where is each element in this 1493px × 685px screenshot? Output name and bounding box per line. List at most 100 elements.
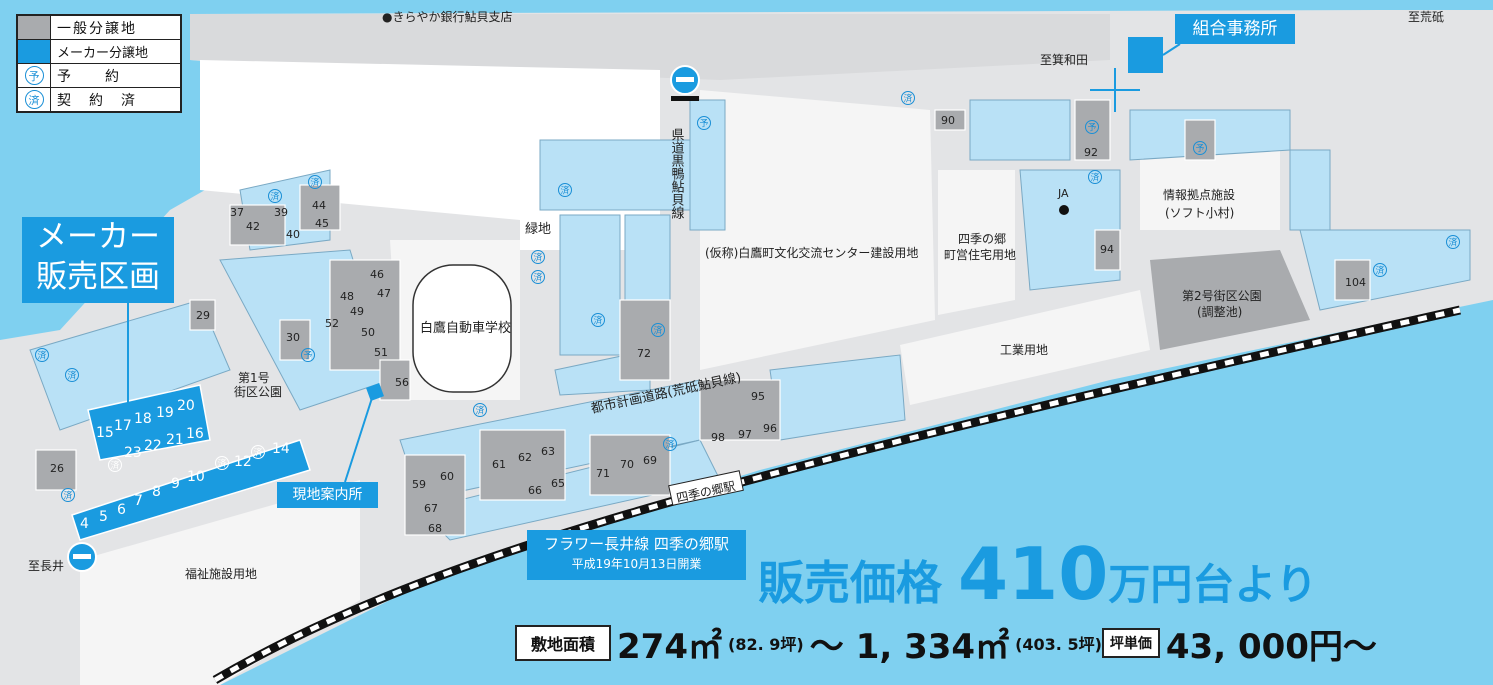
station-opening-date: 平成19年10月13日開業	[571, 557, 702, 571]
sold-mark: 済	[531, 270, 545, 284]
station-tag: フラワー長井線 四季の郷駅 平成19年10月13日開業	[527, 530, 746, 580]
sold-mark-glyph: 済	[654, 325, 663, 337]
reserved-icon: 予	[24, 66, 44, 85]
sold-mark-glyph: 済	[218, 458, 227, 470]
price-prefix: 販売価格	[758, 556, 942, 610]
office-marker	[1128, 37, 1163, 73]
label-welfare: 福祉施設用地	[185, 566, 257, 581]
label-park1-2: 街区公園	[234, 385, 282, 399]
lot-92: 92	[1084, 146, 1098, 159]
label-info-1: 情報拠点施設	[1163, 187, 1235, 202]
reserved-mark: 予	[1193, 141, 1207, 155]
lot-30: 30	[286, 331, 300, 344]
lot-46: 46	[370, 268, 384, 281]
reserved-mark-glyph: 予	[1196, 144, 1205, 155]
lot-104: 104	[1345, 276, 1366, 289]
sold-mark: 済	[558, 183, 572, 197]
unit-price-value: 43, 000円〜	[1165, 626, 1377, 667]
sold-mark-glyph: 済	[904, 93, 913, 105]
general-lots	[35, 99, 1371, 536]
label-park1-1: 第1号	[238, 371, 270, 385]
lot-70: 70	[620, 458, 634, 471]
sold-mark: 済	[108, 458, 122, 472]
sold-mark: 済	[591, 313, 605, 327]
culture-center-land	[700, 90, 935, 370]
guide-office-tag: 現地案内所	[277, 482, 378, 508]
lot-98: 98	[711, 431, 725, 444]
lot-15: 15	[96, 425, 114, 441]
lot-14: 14	[272, 441, 290, 457]
sold-swatch: 済	[18, 88, 51, 111]
lot-59: 59	[412, 478, 426, 491]
lot-62: 62	[518, 451, 532, 464]
maker-area-callout: メーカー 販売区画	[22, 217, 174, 303]
no-entry-sign-top	[670, 65, 700, 101]
sold-mark: 済	[473, 403, 487, 417]
lot-17: 17	[114, 418, 132, 434]
lot-50: 50	[361, 326, 375, 339]
housing-land	[938, 170, 1015, 315]
sold-mark: 済	[65, 368, 79, 382]
general-lot-swatch	[18, 16, 51, 39]
cross-arrow	[1090, 68, 1140, 112]
top-road	[190, 14, 1110, 80]
sold-mark-glyph: 済	[68, 370, 77, 382]
lot-40: 40	[286, 228, 300, 241]
lot-49: 49	[350, 305, 364, 318]
label-driving-school: 白鷹自動車学校	[420, 320, 511, 336]
sold-mark: 済	[901, 91, 915, 105]
lot-22: 22	[144, 438, 162, 454]
maker-area-line2: 販売区画	[36, 259, 160, 295]
sold-mark: 済	[35, 348, 49, 362]
lot-8: 8	[152, 484, 161, 500]
label-bank: ●きらやか銀行鮎貝支店	[382, 10, 512, 24]
status-marks: 済 済 済 済 済 済 済 済 済 済 済 済 済 済 済 済 済 済 済 予 …	[35, 91, 1460, 502]
legend-label-general: 一般分譲地	[57, 20, 137, 37]
lot-6: 6	[117, 502, 126, 518]
lot-47: 47	[377, 287, 391, 300]
lot-61: 61	[492, 458, 506, 471]
lot-12: 12	[234, 454, 252, 470]
label-industrial: 工業用地	[1000, 343, 1048, 357]
label-prefectural-road: 県道黒鴨鮎貝線	[669, 128, 685, 219]
label-green: 緑地	[525, 222, 551, 237]
reserved-mark-glyph: 予	[1088, 123, 1097, 134]
info-facility-land	[1140, 150, 1280, 230]
lot-16: 16	[186, 426, 204, 442]
lot-area-max: 1, 334㎡	[855, 626, 1010, 667]
legend-row-sold: 済 契 約 済	[18, 88, 180, 111]
lot-19: 19	[156, 405, 174, 421]
lot-37: 37	[230, 206, 244, 219]
park2-land	[1150, 250, 1310, 350]
label-info-2: (ソフト小村)	[1165, 206, 1234, 220]
lot-4: 4	[80, 516, 89, 532]
label-to-arato: 至荒砥	[1408, 10, 1444, 24]
reserved-mark-glyph: 予	[304, 351, 313, 362]
sold-icon: 済	[24, 90, 44, 109]
lot-94: 94	[1100, 243, 1114, 256]
sold-mark-glyph: 済	[311, 177, 320, 189]
lot-26: 26	[50, 462, 64, 475]
lot-66: 66	[528, 484, 542, 497]
sold-mark: 済	[251, 445, 265, 459]
lot-area-min-tsubo: (82. 9坪)	[728, 635, 804, 654]
lot-56: 56	[395, 376, 409, 389]
driving-school-track	[412, 264, 512, 393]
label-ja: JA	[1057, 187, 1069, 200]
legend-row-general: 一般分譲地	[18, 16, 180, 40]
label-to-nagai: 至長井	[28, 559, 64, 573]
sold-mark-glyph: 済	[534, 272, 543, 284]
ja-marker	[1059, 205, 1069, 215]
legend: 一般分譲地 メーカー分譲地 予 予 約 済 契 約 済	[16, 14, 182, 113]
sold-mark-glyph: 済	[1091, 172, 1100, 184]
lot-97: 97	[738, 428, 752, 441]
lot-52: 52	[325, 317, 339, 330]
lot-21: 21	[166, 432, 184, 448]
lot-area-label: 敷地面積	[515, 625, 612, 661]
reserved-mark: 予	[697, 116, 711, 130]
office-pointer	[1162, 43, 1181, 56]
label-housing-1: 四季の郷	[958, 232, 1006, 246]
reserved-mark: 予	[301, 348, 315, 362]
guide-office-pointer	[344, 397, 373, 483]
lot-63: 63	[541, 445, 555, 458]
